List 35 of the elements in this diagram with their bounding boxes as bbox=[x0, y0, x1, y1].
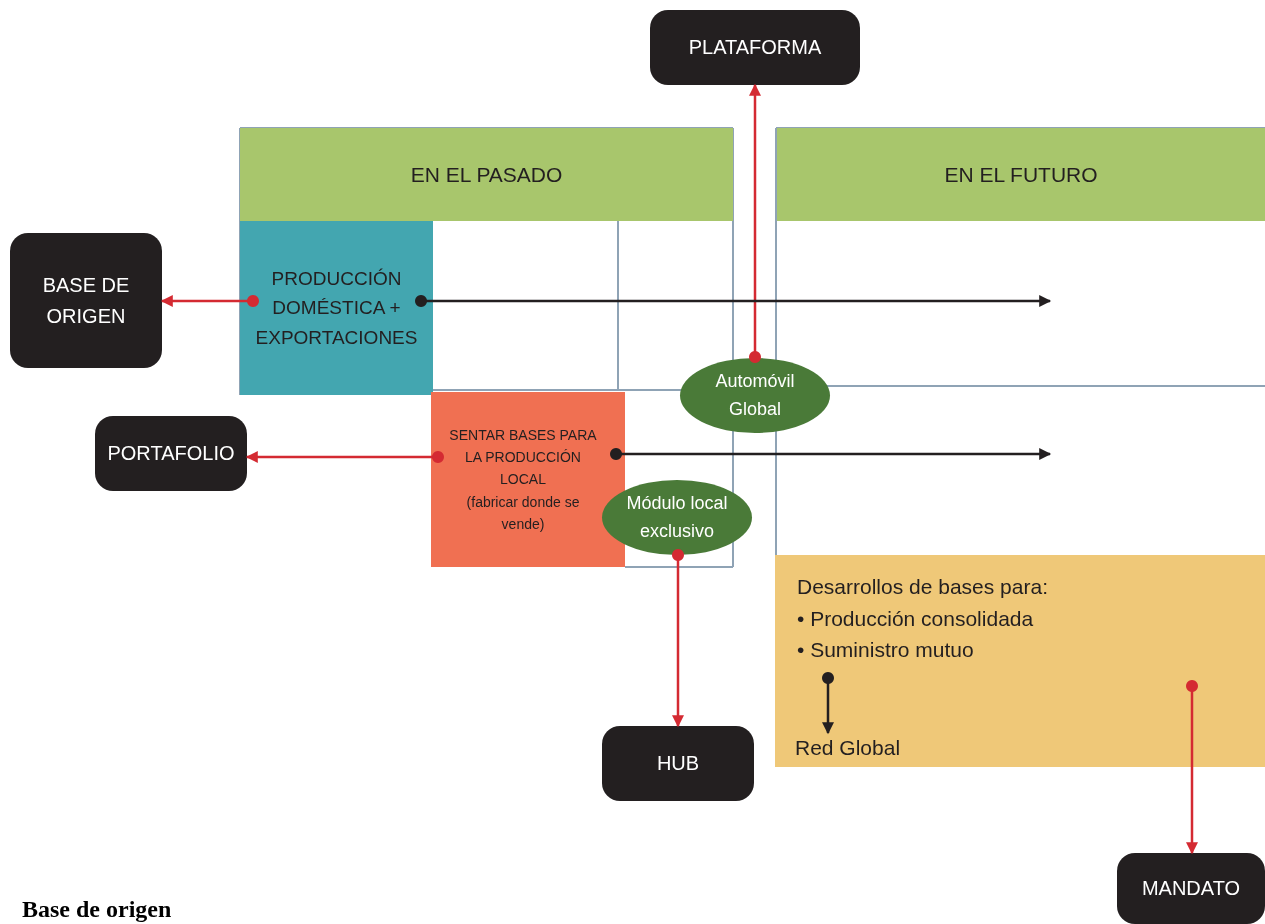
term-box bbox=[650, 10, 860, 85]
node-text: EN EL PASADO bbox=[410, 162, 563, 187]
node-text: BASE DE ORIGEN bbox=[41, 272, 131, 329]
node-text: EN EL FUTURO bbox=[944, 162, 1098, 187]
arrow bbox=[749, 83, 761, 363]
arrow bbox=[245, 451, 444, 463]
section-heading: Base de origen bbox=[22, 896, 172, 923]
node-text: • Suministro mutuo bbox=[797, 637, 974, 663]
node-text: MANDATO bbox=[1141, 876, 1241, 901]
node-text: SENTAR BASES PARA LA PRODUCCIÓN LOCAL bbox=[448, 425, 598, 490]
node-text: • Producción consolidada bbox=[797, 605, 1034, 632]
arrow bbox=[415, 295, 1052, 307]
process-box bbox=[240, 221, 433, 395]
arrow bbox=[672, 549, 684, 728]
column-header-band bbox=[777, 128, 1265, 221]
node-text: (fabricar donde se vende) bbox=[465, 492, 581, 535]
node-text: Módulo local exclusivo bbox=[625, 491, 729, 543]
column-header-band bbox=[240, 128, 733, 221]
node-text: PORTAFOLIO bbox=[107, 441, 235, 466]
node-text: Automóvil Global bbox=[714, 369, 796, 421]
term-box bbox=[602, 726, 754, 801]
arrow bbox=[1186, 680, 1198, 855]
note-panel bbox=[775, 555, 1265, 767]
node-text: Desarrollos de bases para: bbox=[797, 574, 1048, 600]
arrow bbox=[610, 448, 1052, 460]
node-text: HUB bbox=[656, 751, 700, 776]
term-box bbox=[95, 416, 247, 491]
process-box bbox=[431, 392, 625, 567]
node-text: PRODUCCIÓN DOMÉSTICA + EXPORTACIONES bbox=[255, 266, 418, 350]
arrow bbox=[822, 672, 834, 735]
term-box bbox=[1117, 853, 1265, 924]
node-text: Red Global bbox=[795, 735, 901, 762]
term-box bbox=[10, 233, 162, 368]
arrow bbox=[160, 295, 259, 307]
node-text: PLATAFORMA bbox=[688, 35, 822, 60]
